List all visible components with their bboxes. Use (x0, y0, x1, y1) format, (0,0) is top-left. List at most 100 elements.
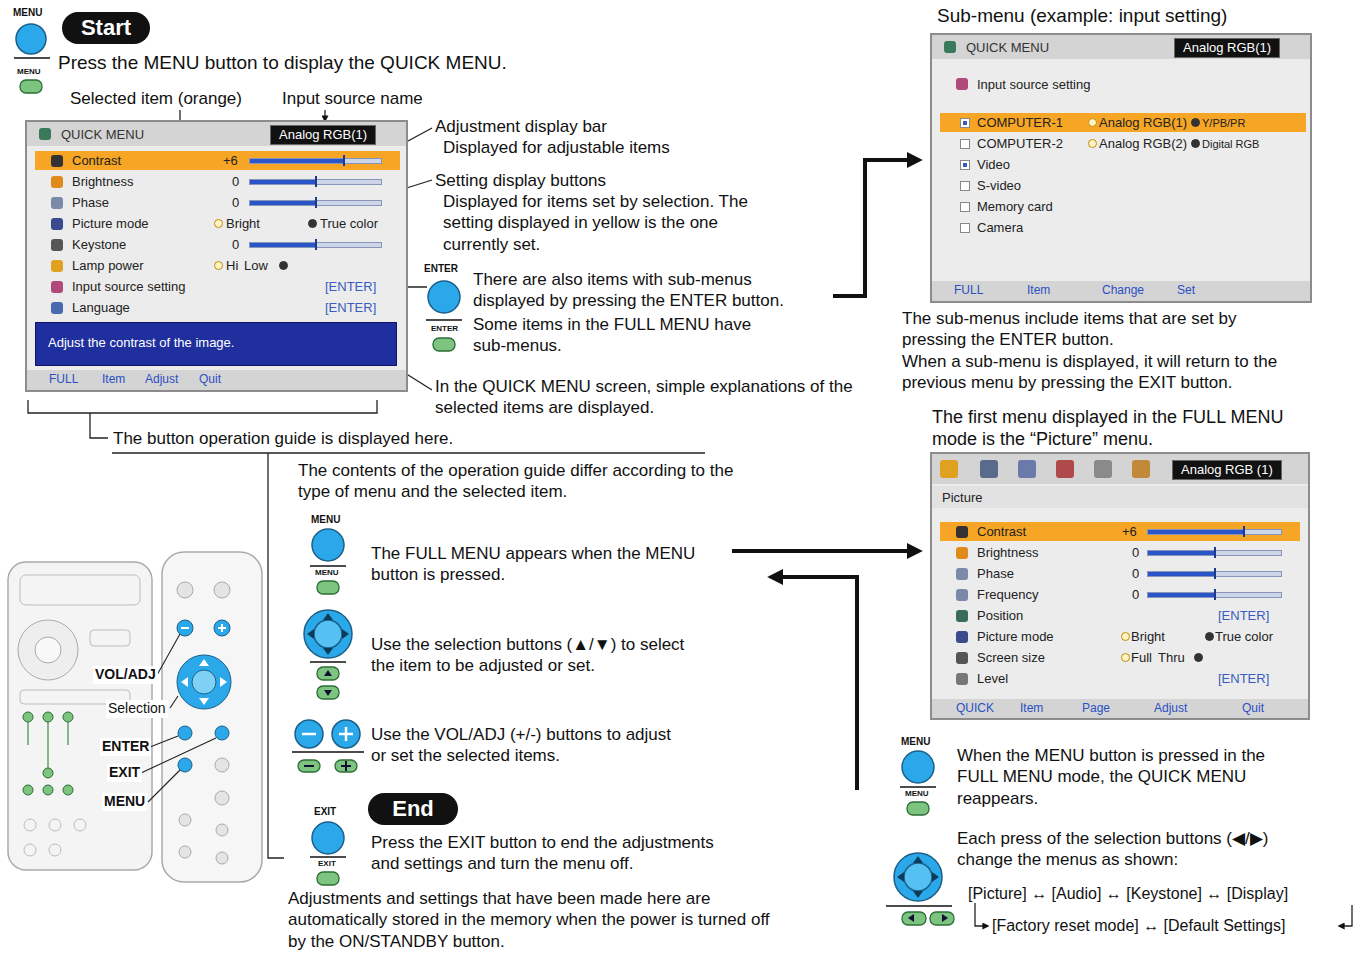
setting-button (308, 219, 317, 228)
operation-guide: Adjust (1154, 699, 1187, 718)
menu-text: [ENTER] (325, 277, 376, 296)
note-text: Selected item (orange) (70, 88, 242, 109)
step-label: End (368, 793, 458, 825)
setting-button (214, 261, 223, 270)
menu-text: 0 (1132, 564, 1139, 583)
flow-arrows (732, 160, 918, 790)
menu-text: [ENTER] (1218, 606, 1269, 625)
adjustment-bar (249, 200, 382, 206)
menu-text: Hi (226, 256, 238, 275)
check-mark (963, 121, 967, 125)
button-label: MENU (315, 568, 339, 578)
setting-button (1121, 632, 1130, 641)
note-text: When the MENU button is pressed in the F… (957, 745, 1297, 809)
note-text: In the QUICK MENU screen, simple explana… (435, 376, 865, 419)
menu-text: Phase (72, 193, 109, 212)
note-text: Adjustment display bar (435, 116, 607, 137)
button-label: MENU (311, 514, 340, 527)
menu-screen: Sub-menu (example: input setting)QUICK M… (930, 33, 1312, 303)
button-label: EXIT (314, 806, 336, 819)
note-text: The sub-menus include items that are set… (902, 308, 1302, 351)
setting-button (279, 261, 288, 270)
menu-text: +6 (1122, 522, 1137, 541)
screen-heading: Sub-menu (example: input setting) (937, 5, 1227, 27)
note-text: Use the VOL/ADJ (+/-) buttons to adjust … (371, 724, 671, 767)
menu-text: 0 (1132, 585, 1139, 604)
menu-icon (956, 526, 968, 538)
menu-text: Contrast (72, 151, 121, 170)
menu-icon (956, 610, 968, 622)
note-text: [Factory reset mode] ↔ [Default Settings… (992, 916, 1285, 936)
menu-icon (956, 589, 968, 601)
menu-text: [ENTER] (1218, 669, 1269, 688)
menu-text: Analog RGB (1) (1172, 460, 1282, 480)
menu-text: True color (320, 214, 378, 233)
menu-icon (51, 218, 63, 230)
menu-icon (1094, 460, 1112, 478)
menu-icon (940, 460, 958, 478)
menu-icon (51, 302, 63, 314)
menu-text: Analog RGB(1) (1099, 113, 1187, 132)
menu-text: Analog RGB(2) (1099, 134, 1187, 153)
menu-text: 0 (232, 235, 239, 254)
adjustment-mark (1243, 526, 1245, 537)
menu-icon (956, 631, 968, 643)
menu-icon (956, 547, 968, 559)
operation-guide: Set (1177, 281, 1195, 300)
menu-text: Level (977, 669, 1008, 688)
note-text: Press the EXIT button to end the adjustm… (371, 832, 731, 875)
check-box (960, 139, 970, 149)
adjustment-bar (249, 179, 382, 185)
setting-button (1205, 632, 1214, 641)
button-arrows (307, 613, 939, 898)
adjustment-mark (1214, 589, 1216, 600)
menu-text: Y/PB/PR (1202, 114, 1245, 133)
setting-button (1121, 653, 1130, 662)
check-box (960, 223, 970, 233)
menu-icon (1056, 460, 1074, 478)
menu-text: Analog RGB(1) (1174, 38, 1280, 58)
vol-signs (302, 727, 353, 741)
menu-text: Digital RGB (1202, 135, 1259, 154)
help-box: Adjust the contrast of the image. (35, 322, 397, 366)
check-box (960, 202, 970, 212)
menu-text: Memory card (977, 197, 1053, 216)
operation-guide: Change (1102, 281, 1144, 300)
operation-guide: Adjust (145, 370, 178, 389)
adjustment-mark (1214, 547, 1216, 558)
menu-icon (51, 281, 63, 293)
adjustment-mark (343, 155, 345, 166)
menu-text: Input source setting (72, 277, 185, 296)
menu-text: QUICK MENU (61, 126, 144, 144)
menu-icon (51, 176, 63, 188)
step-badge: Start (62, 12, 150, 44)
menu-text: Bright (226, 214, 260, 233)
setting-button (1194, 653, 1203, 662)
menu-text: Lamp power (72, 256, 144, 275)
menu-text: +6 (223, 151, 238, 170)
adjustment-fill (1148, 593, 1215, 597)
adjustment-bar (1147, 529, 1282, 535)
button-label: MENU (13, 7, 42, 20)
operation-guide: Item (1027, 281, 1050, 300)
menu-text: Video (977, 155, 1010, 174)
note-text: There are also items with sub-menus disp… (473, 269, 828, 312)
menu-text: Picture (942, 488, 982, 507)
note-text: When a sub-menu is displayed, it will re… (902, 351, 1312, 394)
check-box (960, 181, 970, 191)
setting-button (1088, 118, 1097, 127)
menu-icon (956, 652, 968, 664)
key-signs (304, 670, 948, 922)
adjustment-fill (250, 243, 316, 247)
adjustment-fill (1148, 572, 1215, 576)
menu-text: Camera (977, 218, 1023, 237)
menu-text: Input source setting (977, 75, 1090, 94)
menu-icon (39, 128, 51, 140)
note-text: Adjustments and settings that have been … (288, 888, 778, 952)
menu-text: Brightness (977, 543, 1038, 562)
setting-button (1088, 139, 1097, 148)
step-badge: End (368, 793, 458, 825)
note-text: [Picture] ↔ [Audio] ↔ [Keystone] ↔ [Disp… (968, 884, 1288, 904)
note-text: Each press of the selection buttons (◀/▶… (957, 828, 1327, 871)
menu-text: Analog RGB(1) (270, 125, 376, 145)
